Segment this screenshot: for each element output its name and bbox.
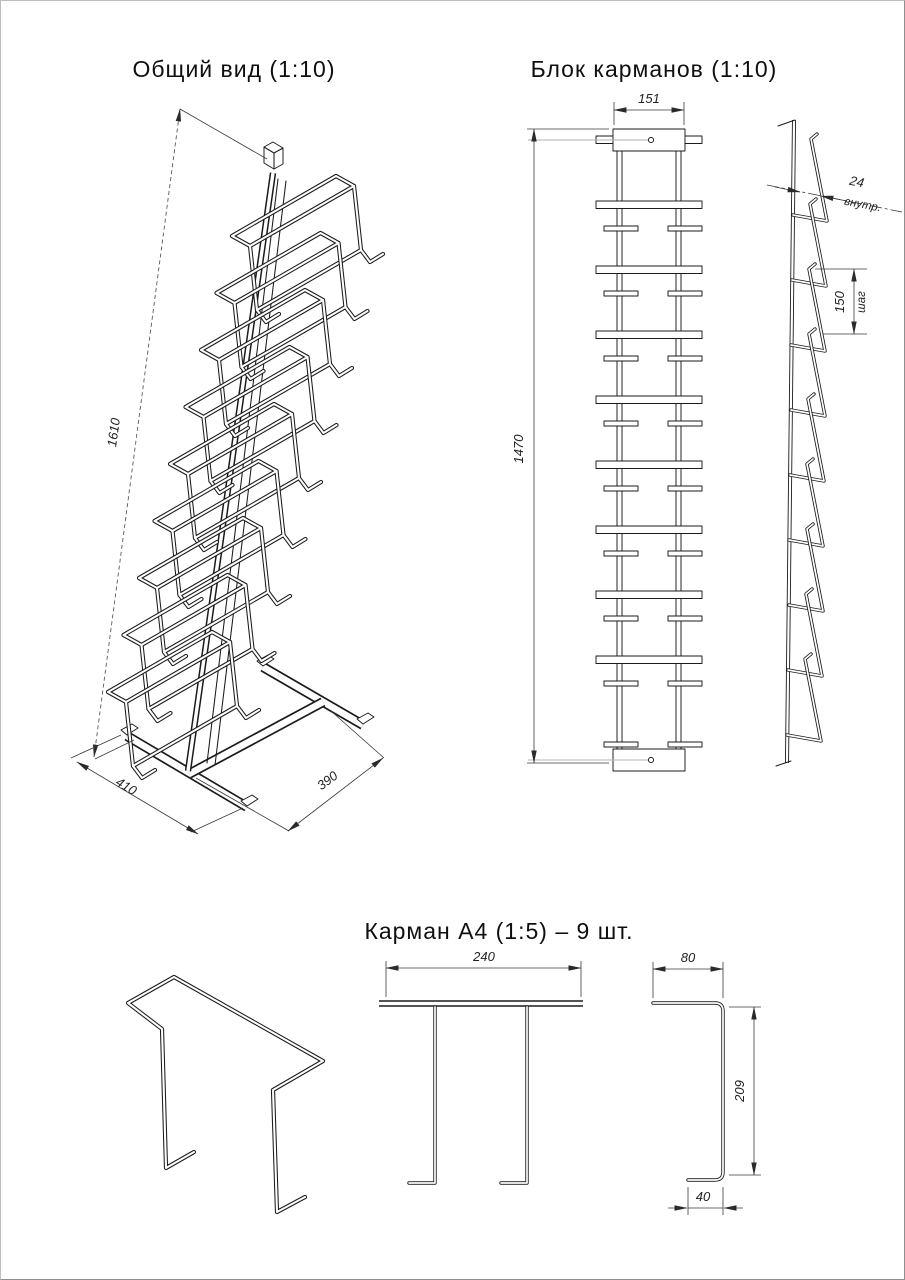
dim-209: 209 bbox=[732, 1080, 747, 1103]
dim-40: 40 bbox=[696, 1189, 711, 1204]
dim-1610: 1610 bbox=[104, 416, 123, 447]
pocket-block-title: Блок карманов (1:10) bbox=[531, 56, 778, 82]
stand-base bbox=[120, 654, 375, 812]
dim-410: 410 bbox=[113, 774, 140, 798]
dimension-pocket-width: 240 bbox=[385, 949, 582, 997]
stand-pockets bbox=[108, 176, 383, 778]
bottom-mount-hole bbox=[647, 756, 655, 764]
stand-post bbox=[184, 141, 287, 772]
dimension-pocket-step: 150 шаг bbox=[815, 268, 868, 335]
pocket-bottom-tabs bbox=[603, 225, 703, 748]
pocket-lips bbox=[595, 135, 703, 664]
pocket-block-front-view: Блок карманов (1:10) bbox=[511, 56, 778, 772]
top-mount-hole bbox=[647, 136, 655, 144]
dimension-block-width: 151 bbox=[613, 91, 685, 125]
dimension-pocket-opening: 24 внутр. bbox=[766, 173, 903, 215]
dim-150-note: шаг bbox=[856, 291, 868, 313]
pocket-block-side-view: 24 внутр. 150 шаг bbox=[766, 119, 903, 767]
dimension-pocket-height: 209 bbox=[729, 1006, 761, 1176]
dim-390: 390 bbox=[314, 767, 341, 792]
dim-80: 80 bbox=[681, 950, 696, 965]
pocket-a4-views: Карман А4 (1:5) – 9 шт. 240 bbox=[125, 918, 761, 1215]
dim-151: 151 bbox=[638, 91, 660, 106]
dimension-overall-height: 1610 bbox=[92, 108, 268, 760]
dim-24: 24 bbox=[847, 173, 865, 191]
pocket-a4-side-view: 80 209 40 bbox=[651, 950, 761, 1215]
dimension-base-width: 390 bbox=[195, 710, 385, 832]
dimension-block-height: 1470 bbox=[511, 128, 609, 764]
pocket-a4-front-view: 240 bbox=[379, 949, 583, 1185]
dimension-pocket-foot: 40 bbox=[668, 1187, 743, 1215]
dim-150: 150 bbox=[832, 290, 847, 312]
pocket-a4-title: Карман А4 (1:5) – 9 шт. bbox=[364, 918, 633, 944]
dim-1470: 1470 bbox=[511, 434, 526, 464]
dimension-pocket-depth: 80 bbox=[652, 950, 724, 998]
general-view-title: Общий вид (1:10) bbox=[132, 56, 335, 82]
dim-24-note: внутр. bbox=[843, 196, 882, 215]
dim-240: 240 bbox=[472, 949, 495, 964]
general-view: Общий вид (1:10) bbox=[70, 56, 385, 835]
pocket-a4-isometric bbox=[125, 974, 326, 1215]
